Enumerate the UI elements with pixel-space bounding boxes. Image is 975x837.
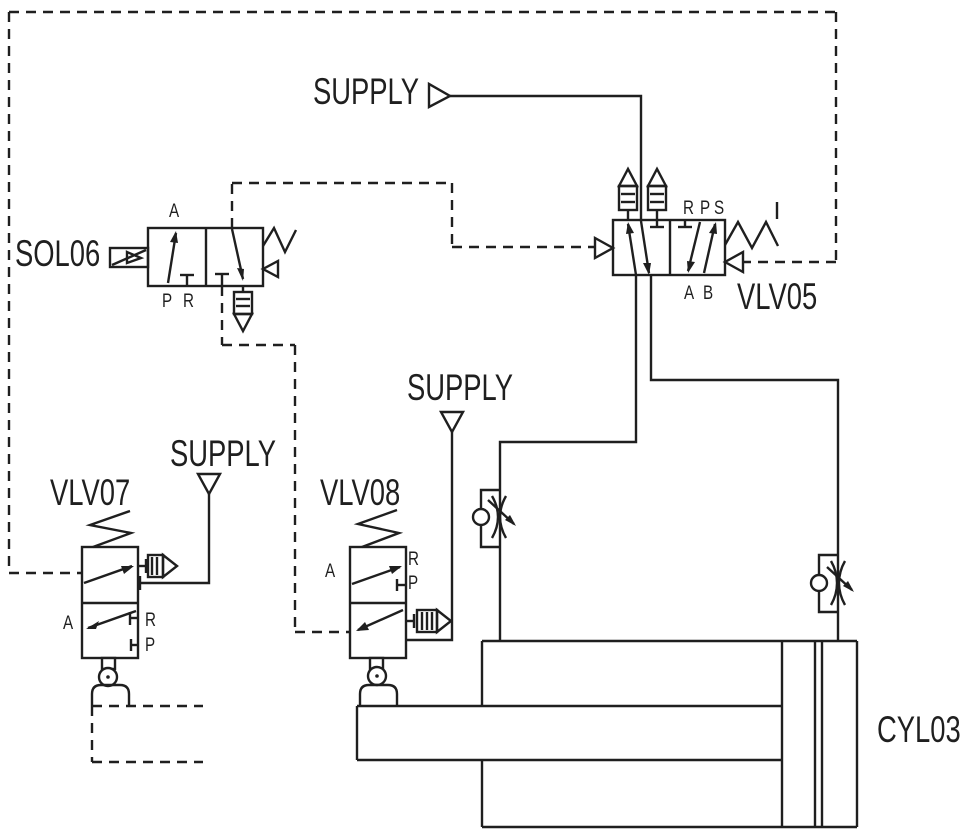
vlv05-port-a: A [684, 283, 695, 304]
vlv05-label: VLV05 [737, 276, 818, 317]
vlv08-port-r: R [408, 549, 419, 570]
supply-line-vlv08 [406, 432, 454, 642]
piston-rod [355, 704, 782, 762]
vlv08-valve[interactable] [348, 508, 453, 706]
vlv05-port-s: S [714, 198, 725, 219]
flow-control-valve-left[interactable] [471, 488, 516, 549]
vlv08-port-p: P [408, 573, 419, 594]
muffler-icon [646, 166, 668, 220]
sol06-port-p: P [162, 291, 173, 312]
vlv07-port-r: R [145, 610, 156, 631]
muffler-icon [138, 552, 179, 580]
sol06-port-r: R [183, 291, 194, 312]
cyl03-cylinder[interactable] [355, 639, 859, 829]
solenoid-icon [108, 246, 150, 269]
roller-actuator-icon [358, 656, 399, 706]
working-line-a [498, 275, 638, 641]
supply-label-left: SUPPLY [170, 433, 277, 474]
spring-icon [261, 225, 298, 255]
sol06-label: SOL06 [15, 233, 101, 274]
sol06-valve[interactable] [108, 225, 298, 334]
vlv05-port-b: B [703, 283, 714, 304]
supply-source-top[interactable] [427, 81, 453, 109]
cyl03-label: CYL03 [877, 709, 961, 750]
roller-actuator-icon [90, 656, 131, 706]
pilot-line-sol06-to-vlv08 [220, 286, 350, 634]
spring-icon [353, 508, 404, 549]
vlv07-port-a: A [63, 613, 74, 634]
vlv07-label: VLV07 [50, 472, 131, 513]
supply-line-top [450, 94, 643, 220]
muffler-icon [232, 286, 254, 334]
vlv08-port-a: A [325, 561, 336, 582]
pilot-line-loop-vlv07-to-vlv05 [7, 10, 838, 575]
flow-control-valve-right[interactable] [809, 553, 854, 614]
pilot-triangle-icon [260, 259, 280, 279]
vlv07-port-p: P [145, 635, 156, 656]
cam-stroke-phantom-vlv07 [90, 704, 203, 764]
vlv07-valve[interactable] [80, 509, 179, 706]
supply-source-left[interactable] [195, 472, 223, 497]
spring-icon [723, 219, 780, 251]
muffler-icon [406, 607, 453, 635]
working-line-b [649, 275, 840, 641]
supply-source-mid[interactable] [438, 410, 466, 435]
muffler-icon [617, 166, 639, 220]
pilot-triangle-icon [593, 235, 616, 261]
vlv05-port-r: R [683, 198, 694, 219]
pilot-triangle-icon [722, 249, 745, 275]
spring-icon [85, 509, 136, 549]
vlv05-valve[interactable] [593, 166, 780, 277]
supply-label-top: SUPPLY [313, 71, 420, 112]
supply-label-mid: SUPPLY [407, 367, 514, 408]
vlv05-port-p: P [700, 198, 711, 219]
pilot-line-sol06-to-vlv05 [230, 181, 595, 249]
supply-line-vlv07 [140, 494, 211, 585]
vlv08-label: VLV08 [320, 472, 401, 513]
sol06-port-a: A [169, 201, 180, 222]
